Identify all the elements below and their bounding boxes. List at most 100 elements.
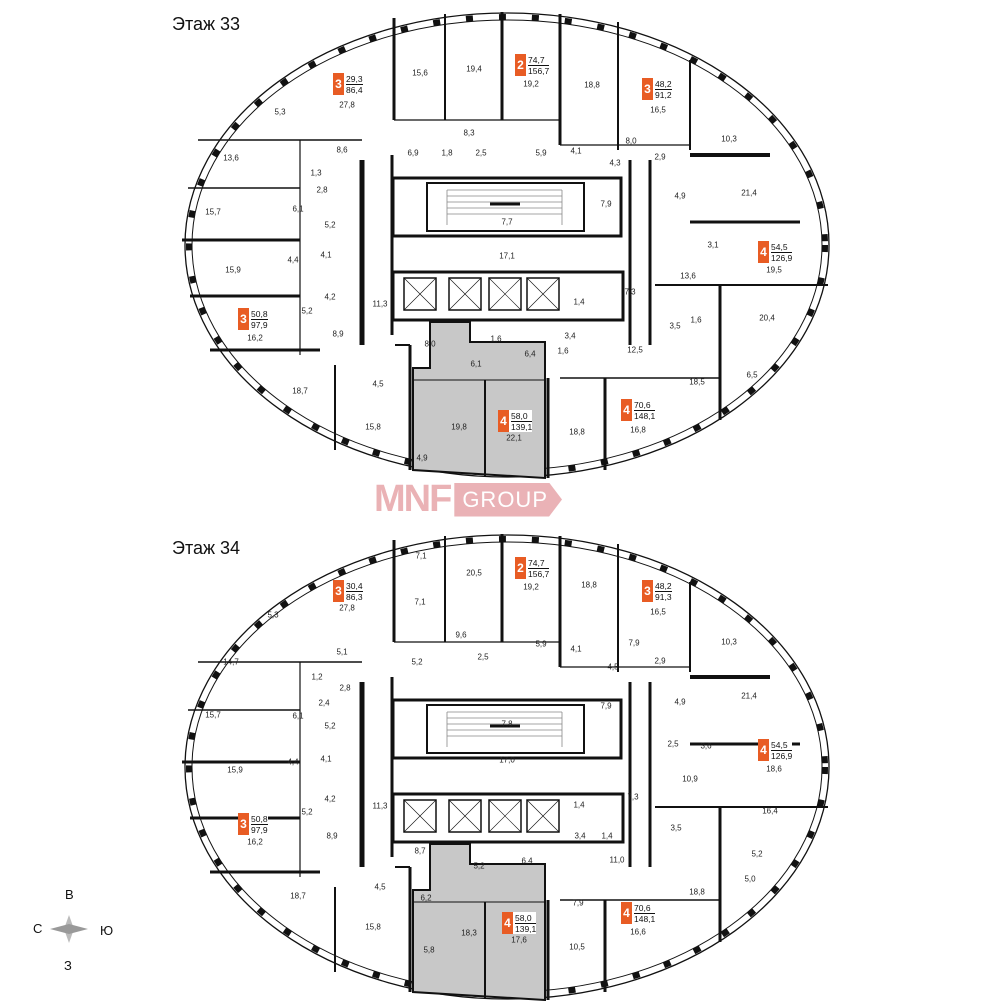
room-area-label: 17,0: [499, 755, 515, 765]
room-area-label: 3,1: [707, 240, 719, 250]
room-area-label: 7,1: [415, 551, 427, 561]
apartment-total-area: 86,4: [346, 83, 363, 95]
apartment-total-area: 148,1: [634, 409, 656, 421]
room-area-label: 17,1: [499, 251, 515, 261]
room-area-label: 11,3: [372, 801, 388, 811]
room-area-label: 8,7: [414, 846, 426, 856]
room-area-label: 12,5: [627, 345, 643, 355]
apartment-total-area: 156,7: [528, 567, 550, 579]
apartment-rooms: 4: [498, 410, 509, 432]
room-area-label: 4,4: [287, 757, 299, 767]
room-area-label: 4,2: [324, 794, 336, 804]
apartment-rooms: 2: [515, 54, 526, 76]
room-area-label: 1,2: [311, 672, 323, 682]
room-area-label: 6,5: [746, 370, 758, 380]
room-area-label: 2,5: [667, 739, 679, 749]
room-area-label: 7,9: [600, 701, 612, 711]
room-area-label: 8,0: [625, 136, 637, 146]
room-area-label: 5,2: [473, 861, 485, 871]
room-area-label: 3,5: [669, 321, 681, 331]
room-area-label: 5,0: [744, 874, 756, 884]
room-area-label: 18,6: [766, 764, 782, 774]
apartment-total-area: 126,9: [771, 749, 793, 761]
room-area-label: 4,5: [372, 379, 384, 389]
room-area-label: 15,8: [365, 422, 381, 432]
room-area-label: 4,9: [674, 697, 686, 707]
apartment-total-area: 97,9: [251, 318, 268, 330]
room-area-label: 6,1: [292, 204, 304, 214]
room-area-label: 8,3: [463, 128, 475, 138]
room-area-label: 15,7: [205, 207, 221, 217]
logo-text: GROUP: [462, 486, 548, 512]
room-area-label: 5,9: [535, 639, 547, 649]
room-area-label: 1,8: [441, 148, 453, 158]
room-area-label: 11,3: [372, 299, 388, 309]
apartment-total-area: 91,3: [655, 590, 672, 602]
room-area-label: 21,4: [741, 188, 757, 198]
room-area-label: 16,8: [630, 425, 646, 435]
room-area-label: 18,7: [290, 891, 306, 901]
room-area-label: 2,8: [339, 683, 351, 693]
room-area-label: 7,7: [501, 217, 513, 227]
apartment-total-area: 156,7: [528, 64, 550, 76]
room-area-label: 1,6: [690, 315, 702, 325]
apartment-living-area: 74,7: [528, 557, 545, 568]
room-area-label: 18,7: [292, 386, 308, 396]
room-area-label: 17,6: [511, 935, 527, 945]
compass-north-label: В: [65, 887, 74, 902]
apartment-total-area: 91,2: [655, 88, 672, 100]
room-area-label: 5,1: [336, 647, 348, 657]
apartment-living-area: 54,5: [771, 241, 788, 252]
room-area-label: 8,6: [336, 145, 348, 155]
apartment-living-area: 54,5: [771, 739, 788, 750]
apartment-living-area: 50,8: [251, 813, 268, 824]
apartment-living-area: 48,2: [655, 580, 672, 591]
apartment-living-area: 74,7: [528, 54, 545, 65]
apartment-rooms: 4: [758, 739, 769, 761]
apartment-total-area: 139,1: [511, 420, 533, 432]
room-area-label: 15,9: [227, 765, 243, 775]
apartment-living-area: 50,8: [251, 308, 268, 319]
room-area-label: 5,2: [751, 849, 763, 859]
room-area-label: 2,9: [654, 656, 666, 666]
room-area-label: 16,2: [247, 837, 263, 847]
apartment-living-area: 29,3: [346, 73, 363, 84]
room-area-label: 19,4: [466, 64, 482, 74]
room-area-label: 4,1: [320, 754, 332, 764]
room-area-label: 6,1: [292, 711, 304, 721]
room-area-label: 7,8: [501, 719, 513, 729]
room-area-label: 5,2: [301, 306, 313, 316]
apartment-total-area: 139,1: [515, 922, 537, 934]
room-area-label: 5,2: [411, 657, 423, 667]
room-area-label: 11,0: [609, 855, 625, 865]
room-area-label: 18,3: [461, 928, 477, 938]
room-area-label: 8,9: [332, 329, 344, 339]
room-area-label: 5,2: [301, 807, 313, 817]
room-area-label: 7,9: [572, 898, 584, 908]
room-area-label: 4,5: [374, 882, 386, 892]
brand-logo: MNF GROUP: [374, 478, 562, 521]
room-area-label: 8,9: [326, 831, 338, 841]
room-area-label: 4,9: [674, 191, 686, 201]
room-area-label: 7,3: [624, 287, 636, 297]
room-area-label: 4,1: [570, 146, 582, 156]
apartment-rooms: 3: [238, 813, 249, 835]
room-area-label: 22,1: [506, 433, 522, 443]
room-area-label: 16,5: [650, 607, 666, 617]
room-area-label: 6,4: [521, 856, 533, 866]
